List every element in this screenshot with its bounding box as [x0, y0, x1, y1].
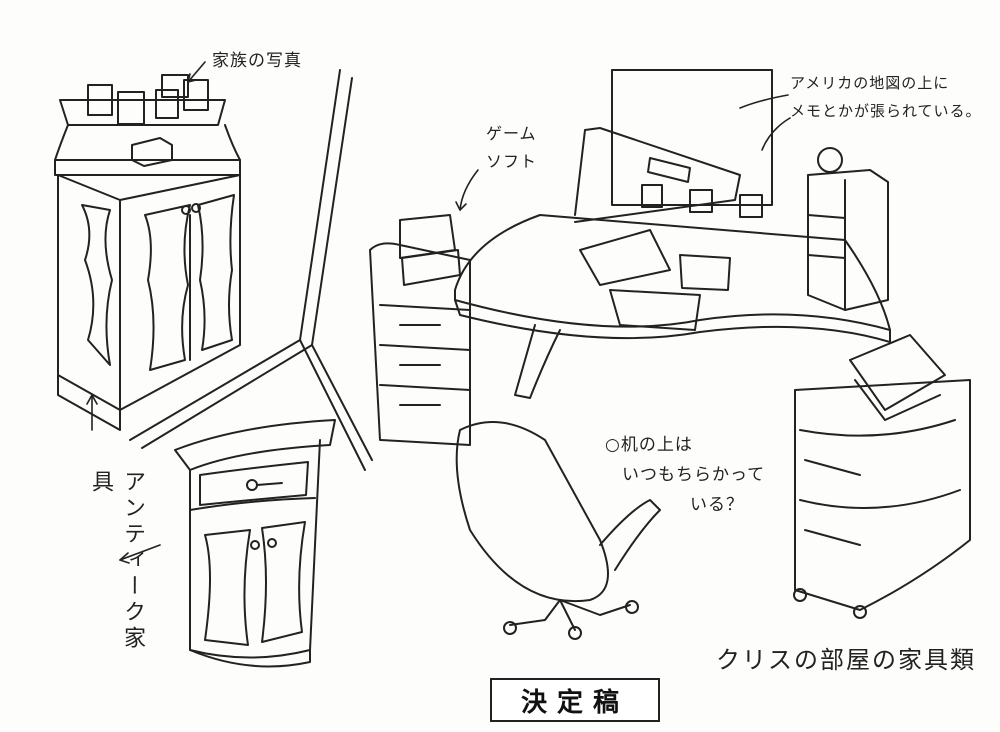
game-soft-line1: ゲーム: [486, 124, 537, 143]
corner-cabinet: [174, 419, 336, 668]
annotation-arrows: [86, 61, 791, 564]
game-soft-line2: ソフト: [486, 152, 538, 171]
final-draft-stamp: 決定稿: [490, 678, 660, 722]
map-note-line2: メモとかが張られている。: [790, 102, 982, 120]
family-photos-label: 家族の写真: [212, 51, 302, 71]
sheet-title: クリスの部屋の家具類: [716, 646, 976, 674]
office-chair: [455, 421, 661, 640]
antique-cabinet: [54, 74, 241, 431]
antique-furniture-label: アンティーク家具: [88, 470, 145, 652]
map-note-line1: アメリカの地図の上に: [790, 74, 950, 92]
desk: [369, 69, 971, 619]
room-lines: [129, 69, 373, 471]
desk-note-line3: いる？: [690, 495, 744, 515]
desk-note-line2: いつもちらかって: [622, 465, 766, 485]
desk-note-line1: ○机の上は: [605, 435, 693, 455]
